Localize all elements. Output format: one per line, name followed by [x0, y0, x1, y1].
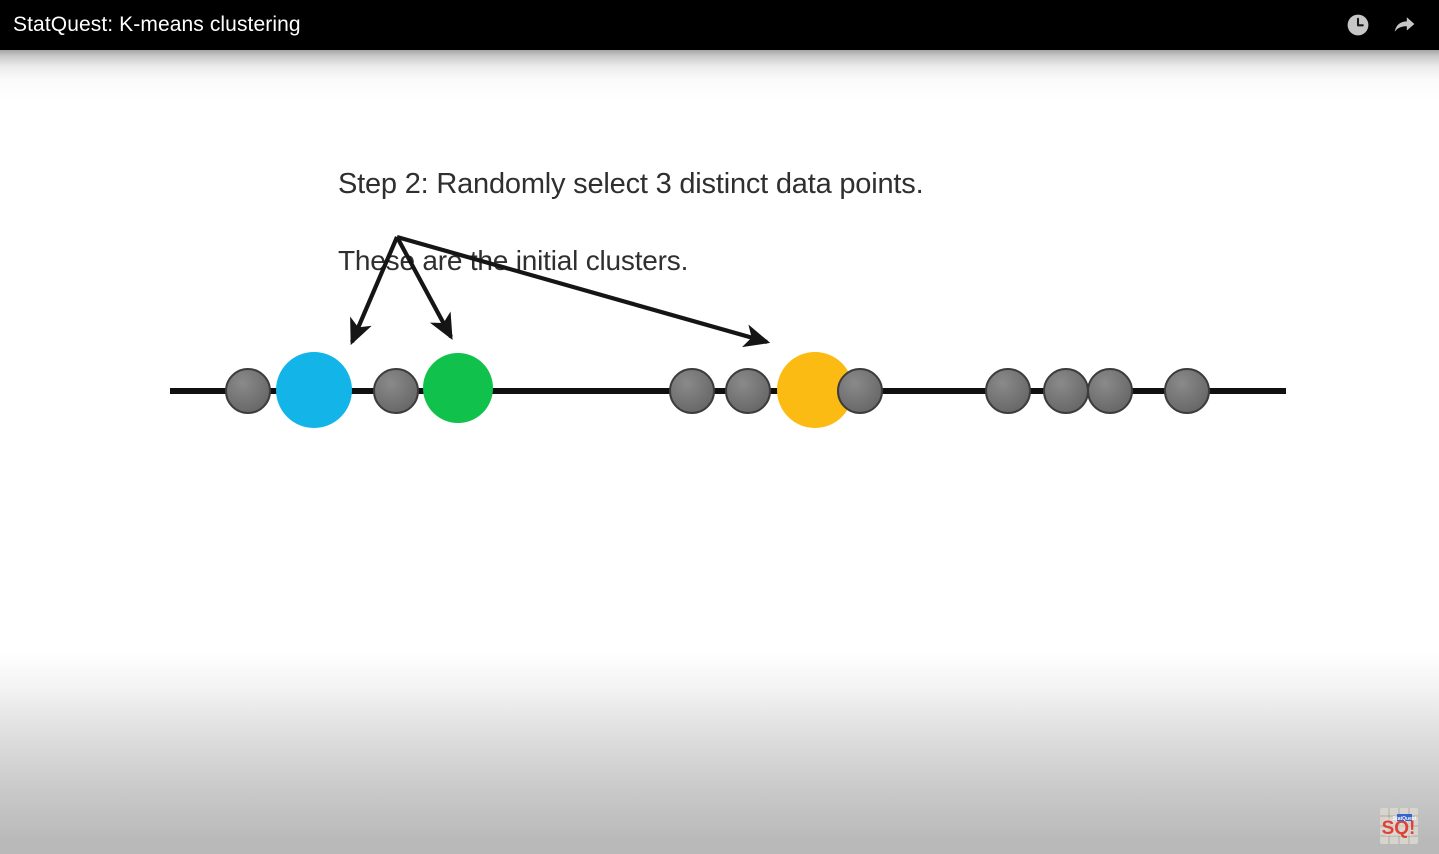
slide-headline-step: Step 2: Randomly select 3 distinct data … — [338, 168, 924, 200]
data-point — [837, 368, 883, 414]
data-points-group — [225, 352, 1210, 428]
player-title-bar: StatQuest: K-means clustering — [0, 0, 1439, 50]
data-point — [1087, 368, 1133, 414]
data-point — [725, 368, 771, 414]
selected-cluster-point — [777, 352, 853, 428]
data-point — [669, 368, 715, 414]
share-icon[interactable] — [1391, 12, 1417, 38]
data-point — [1164, 368, 1210, 414]
svg-text:SQ!: SQ! — [1382, 818, 1416, 839]
video-slide-frame: Step 2: Randomly select 3 distinct data … — [0, 50, 1439, 854]
data-point — [373, 368, 419, 414]
statquest-logo-watermark: SQ! StatQuest — [1379, 806, 1419, 846]
data-point — [985, 368, 1031, 414]
slide-headline-note: These are the initial clusters. — [338, 245, 689, 276]
data-point — [1043, 368, 1089, 414]
player-title-actions — [1345, 12, 1417, 38]
data-point — [225, 368, 271, 414]
video-title: StatQuest: K-means clustering — [13, 13, 301, 36]
watch-later-icon[interactable] — [1345, 12, 1371, 38]
selected-cluster-point — [276, 352, 352, 428]
selected-cluster-point — [423, 353, 493, 423]
svg-text:StatQuest: StatQuest — [1393, 816, 1417, 822]
